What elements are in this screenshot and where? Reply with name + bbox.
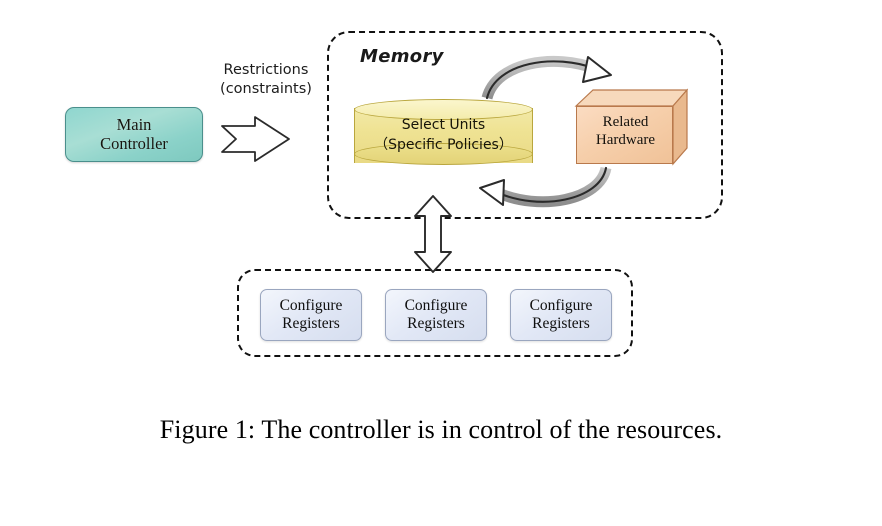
related-hardware-line1: Related (602, 114, 649, 130)
configure-registers-box-1[interactable]: Configure Registers (385, 289, 487, 341)
related-hardware-text: Related Hardware (577, 113, 674, 149)
select-units-node[interactable]: Select Units （Specific Policies） (354, 99, 533, 171)
select-units-text: Select Units （Specific Policies） (354, 115, 533, 156)
cylinder-bottom-ellipse (354, 143, 533, 165)
reg-box-1-line1: Configure (404, 297, 468, 315)
configure-registers-box-0[interactable]: Configure Registers (260, 289, 362, 341)
reg-box-0-line2: Registers (282, 315, 340, 332)
controller-to-memory-arrow-icon (221, 116, 290, 162)
configure-registers-box-2[interactable]: Configure Registers (510, 289, 612, 341)
main-controller-line1: Main (116, 115, 152, 135)
main-controller-line2: Controller (100, 133, 168, 153)
related-hardware-line2: Hardware (595, 132, 656, 148)
select-units-line2: （Specific Policies） (374, 137, 513, 154)
reg-box-2-line1: Configure (529, 297, 593, 315)
restrictions-line1: Restrictions (223, 62, 309, 78)
reg-box-1-line2: Registers (407, 315, 465, 332)
memory-label: Memory (360, 46, 444, 67)
select-units-line1: Select Units (401, 117, 486, 133)
reg-box-0-line1: Configure (279, 297, 343, 315)
restrictions-label: Restrictions (constraints) (206, 61, 326, 99)
memory-container (327, 31, 723, 219)
figure-caption: Figure 1: The controller is in control o… (159, 415, 723, 444)
reg-box-2-line2: Registers (532, 315, 590, 332)
restrictions-line2: (constraints) (220, 80, 312, 97)
related-hardware-node[interactable]: Related Hardware (566, 88, 688, 170)
related-hardware-front-face: Related Hardware (576, 106, 673, 164)
main-controller-node[interactable]: Main Controller (65, 107, 203, 162)
cylinder-top-ellipse (354, 99, 533, 120)
